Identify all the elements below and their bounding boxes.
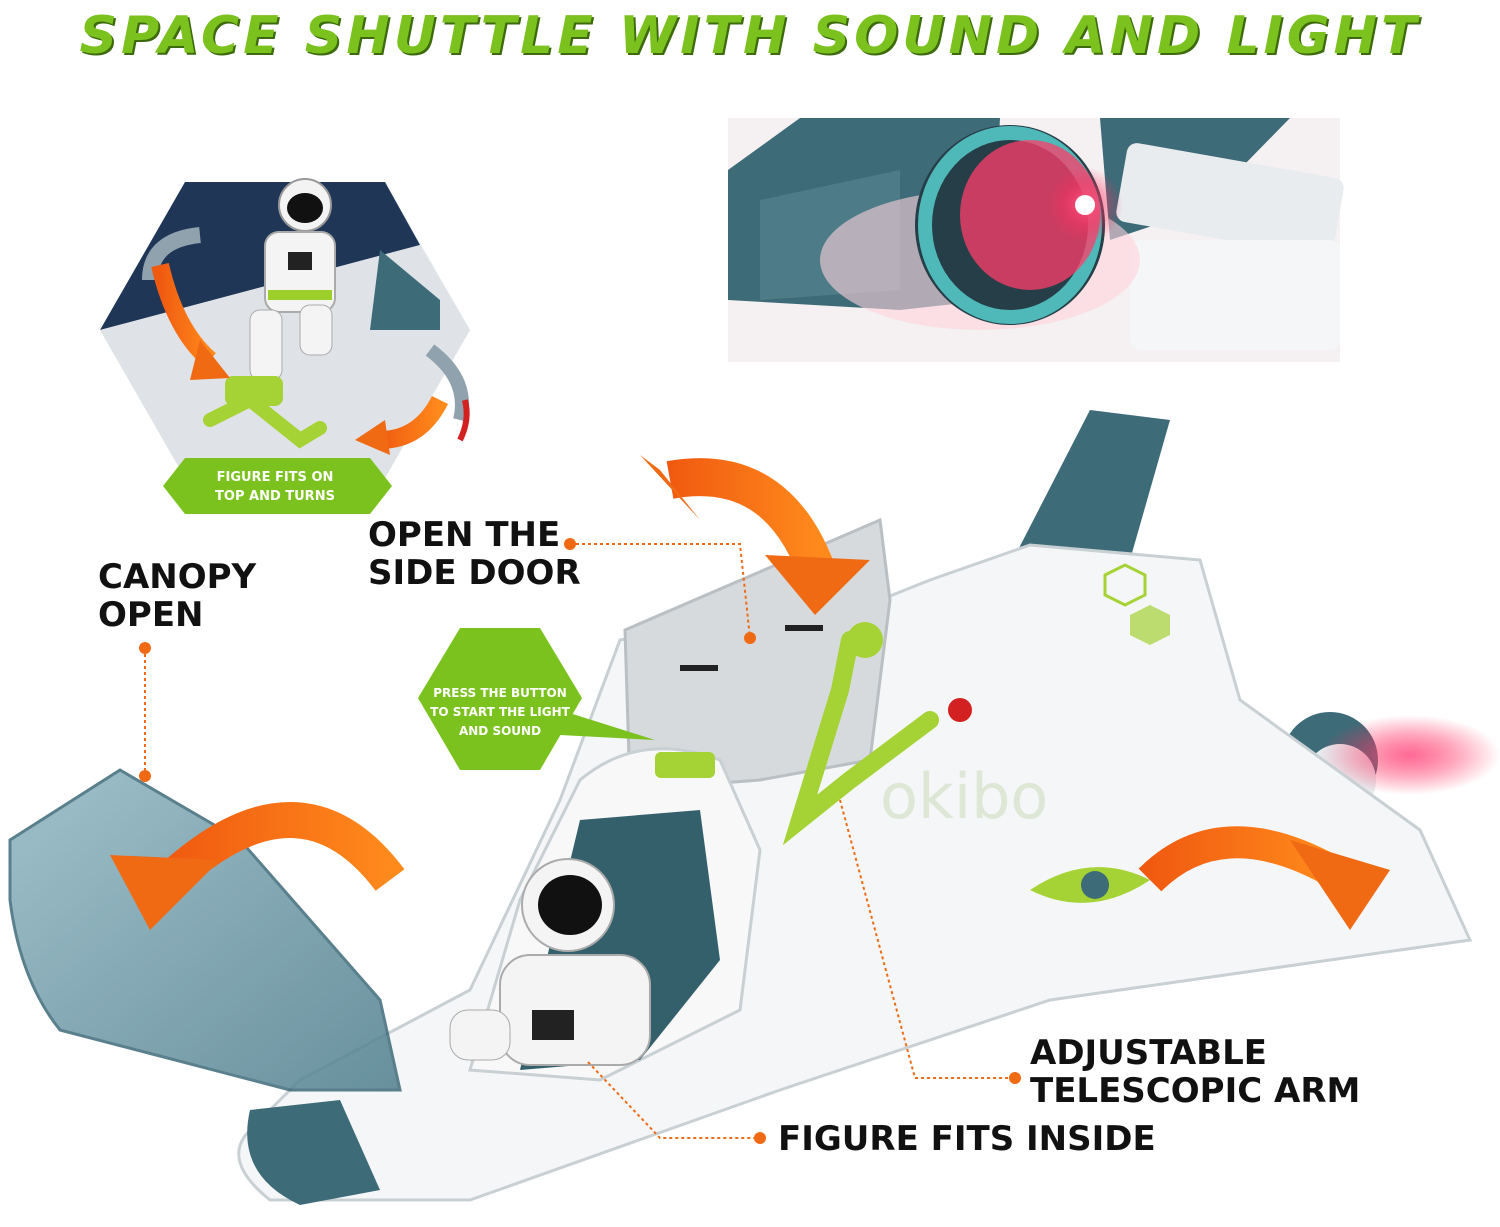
- figure-inside-callout: FIGURE FITS INSIDE: [778, 1119, 1156, 1159]
- press-button-badge: [418, 628, 582, 770]
- telescopic-arm-callout: ADJUSTABLE TELESCOPIC ARM: [1030, 1033, 1361, 1111]
- canopy-callout: CANOPY OPEN: [98, 557, 257, 635]
- wing-arrow: [1138, 826, 1390, 930]
- canopy: [8, 768, 402, 1092]
- press-button-badge-text: PRESS THE BUTTON TO START THE LIGHT AND …: [430, 686, 570, 738]
- canopy-arrow: [110, 802, 405, 930]
- side-door-callout: OPEN THE SIDE DOOR: [368, 515, 581, 593]
- side-door-arrow: [640, 455, 870, 615]
- figure-top-badge-text: FIGURE FITS ON TOP AND TURNS: [215, 470, 335, 504]
- space-shuttle-body: [237, 410, 1500, 1205]
- page-title: SPACE SHUTTLE WITH SOUND AND LIGHT: [79, 6, 1421, 66]
- brand-watermark: okibo: [880, 760, 1049, 833]
- figure-top-hex-photo: [100, 178, 470, 478]
- callout-leader-lines: [144, 543, 1015, 1139]
- engine-light-photo: [728, 118, 1344, 362]
- figure-top-badge: [163, 458, 392, 514]
